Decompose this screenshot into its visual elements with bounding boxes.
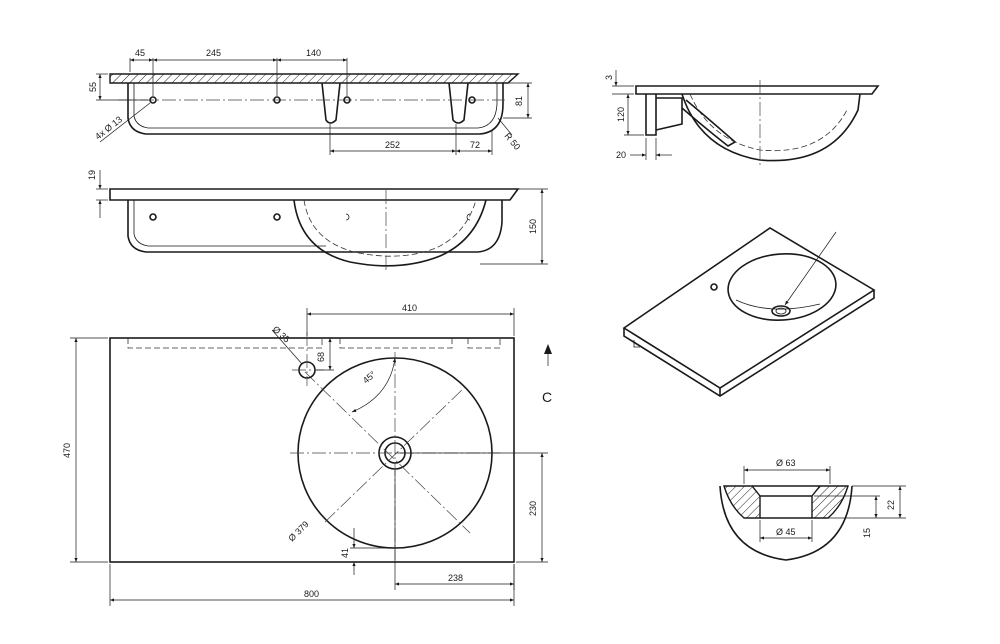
side-bowl xyxy=(681,93,861,162)
dim-230: 230 xyxy=(528,501,538,516)
dim-15: 15 xyxy=(862,528,872,538)
side-slab xyxy=(635,85,880,95)
dim-20: 20 xyxy=(616,150,626,160)
dim-140: 140 xyxy=(306,48,321,58)
detail-hatch-right xyxy=(811,485,849,519)
dim-41: 41 xyxy=(340,548,350,558)
hole xyxy=(273,96,281,104)
dim-150: 150 xyxy=(528,219,538,234)
iso-drain xyxy=(771,305,791,317)
iso-basin xyxy=(727,253,837,321)
dim-3: 3 xyxy=(604,75,614,80)
hole xyxy=(273,213,281,221)
dim-45: 45 xyxy=(135,48,145,58)
notch-right xyxy=(448,82,469,124)
front-section-view: 45 245 140 55 81 4x Ø 13 R 50 252 72 xyxy=(88,48,532,155)
detail-hatch-left xyxy=(723,485,761,519)
dim-d45: Ø 45 xyxy=(776,527,796,537)
hole xyxy=(149,96,157,104)
iso-tap-hole xyxy=(710,283,718,291)
isometric-view xyxy=(622,227,876,397)
dim-245: 245 xyxy=(206,48,221,58)
dim-410: 410 xyxy=(402,303,417,313)
dim-81: 81 xyxy=(514,96,524,106)
dim-d63: Ø 63 xyxy=(776,458,796,468)
section-label: C xyxy=(542,389,552,405)
dim-d379: Ø 379 xyxy=(286,519,310,543)
notch-left xyxy=(321,82,341,124)
dim-470: 470 xyxy=(62,443,72,458)
dim-800: 800 xyxy=(304,589,319,599)
hole xyxy=(468,96,476,104)
dim-68: 68 xyxy=(316,352,326,362)
side-view: 3 120 20 xyxy=(604,70,880,168)
front-elevation-view: 19 150 xyxy=(87,170,548,270)
dim-holes: 4x Ø 13 xyxy=(93,114,124,141)
dim-r50: R 50 xyxy=(502,131,522,152)
dim-22: 22 xyxy=(886,500,896,510)
bowl-outline xyxy=(293,199,487,267)
plan-view: 45° Ø 35 68 Ø 379 410 470 800 230 xyxy=(62,303,552,606)
dim-238: 238 xyxy=(448,573,463,583)
dim-72: 72 xyxy=(470,140,480,150)
dim-55: 55 xyxy=(88,82,98,92)
iso-top-surface xyxy=(622,227,876,389)
rail-body xyxy=(127,83,504,135)
detail-circle xyxy=(719,485,853,561)
dim-d35: Ø 35 xyxy=(271,324,292,344)
slab-section xyxy=(109,73,520,84)
hole xyxy=(149,213,157,221)
drain-detail: Ø 63 Ø 45 22 15 xyxy=(719,458,906,561)
side-bracket xyxy=(645,94,657,136)
countertop-outline xyxy=(109,337,515,563)
dim-120: 120 xyxy=(616,107,626,122)
dim-252: 252 xyxy=(385,140,400,150)
slab xyxy=(109,188,520,201)
dim-45deg: 45° xyxy=(361,369,378,386)
dim-19: 19 xyxy=(87,170,97,180)
hole xyxy=(343,96,351,104)
